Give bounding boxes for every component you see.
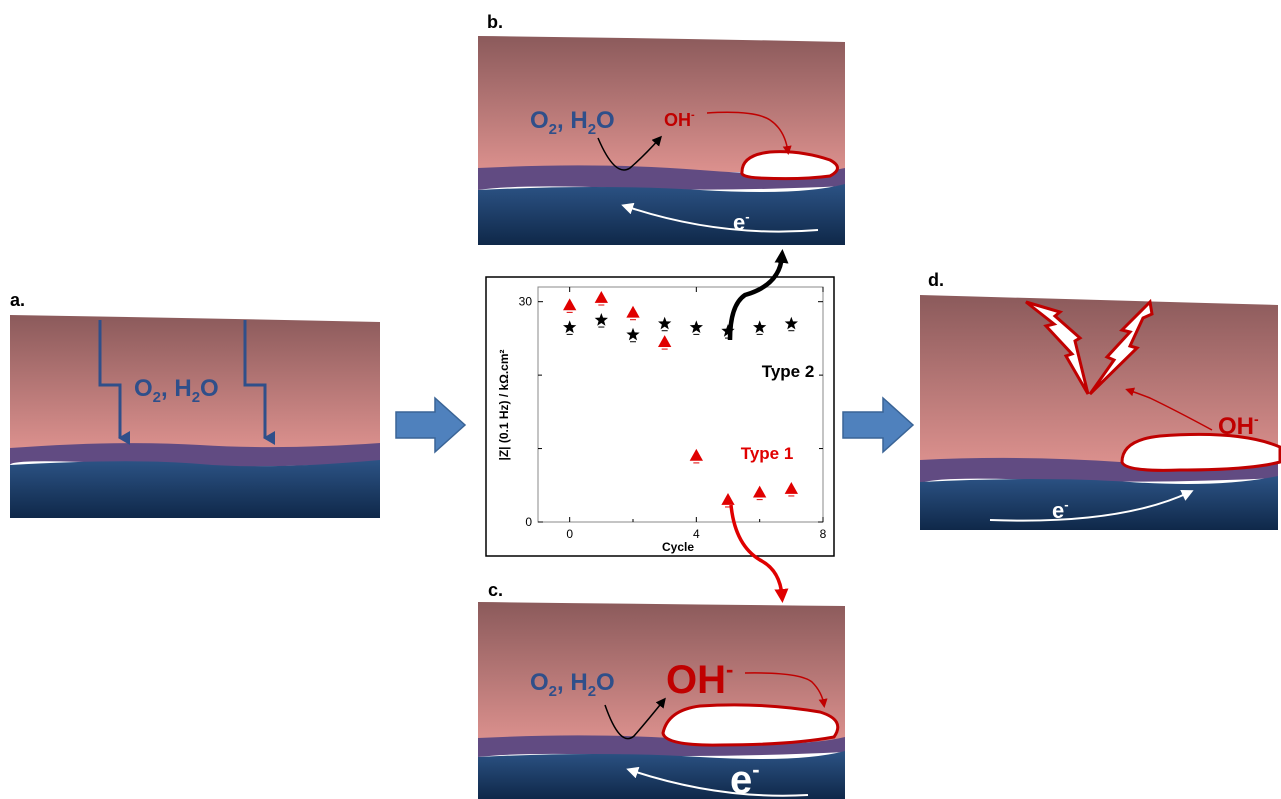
star-point xyxy=(563,320,577,334)
interlayer xyxy=(478,735,845,757)
x-axis-label: Cycle xyxy=(662,540,694,554)
triangle-point xyxy=(721,492,735,505)
panel-label: c. xyxy=(488,580,503,600)
metal-substrate xyxy=(478,184,845,245)
hydroxide-arrow xyxy=(1125,387,1213,431)
process-arrow-left xyxy=(395,396,467,454)
hydroxide-arrow xyxy=(706,111,792,155)
connector-to-panel-b xyxy=(727,249,789,341)
star-point xyxy=(658,316,672,330)
triangle-point xyxy=(563,298,577,311)
species-label: O2, H2O xyxy=(530,107,615,138)
connector-to-panel-c xyxy=(729,504,789,603)
panel-label: d. xyxy=(928,270,944,290)
impedance-chart: 0 4 8 0 30 Cycle |Z| (0.1 Hz) / kΩ.cm² Type … xyxy=(485,276,835,557)
series-label-type-2: Type 2 xyxy=(762,362,815,381)
species-label: O2, H2O xyxy=(134,375,219,406)
triangle-point xyxy=(689,448,703,461)
panel-a: O2, H2O a. xyxy=(10,290,380,518)
metal-substrate xyxy=(478,751,845,799)
electron-arrow xyxy=(621,202,819,233)
blister xyxy=(1120,432,1281,472)
star-point xyxy=(753,320,767,334)
metal-substrate xyxy=(920,476,1278,530)
electron-arrow xyxy=(989,489,1194,522)
panel-b: O2, H2O OH- e- b. xyxy=(478,12,845,245)
y-axis-label: |Z| (0.1 Hz) / kΩ.cm² xyxy=(497,349,511,460)
reaction-arrow xyxy=(604,697,666,740)
diffusion-arrow xyxy=(243,320,275,445)
data-marks xyxy=(563,291,798,508)
y-tick-label: 30 xyxy=(519,295,533,309)
chart-frame xyxy=(485,276,835,557)
interlayer xyxy=(10,443,380,467)
hydroxide-arrow xyxy=(744,672,828,708)
blister xyxy=(661,703,840,747)
hydroxide-label: OH- xyxy=(1218,411,1259,440)
x-tick-label: 0 xyxy=(566,527,573,541)
star-point xyxy=(784,316,798,330)
interlayer xyxy=(920,457,1278,484)
interlayer xyxy=(478,165,845,190)
crack xyxy=(1088,298,1154,396)
axis-ticks: 0 4 8 0 30 xyxy=(519,287,827,541)
diffusion-arrow xyxy=(98,320,130,445)
plot-area xyxy=(537,286,824,523)
electron-label: e- xyxy=(1052,497,1069,523)
y-tick-label: 0 xyxy=(525,515,532,529)
x-tick-label: 8 xyxy=(820,527,827,541)
panel-label: a. xyxy=(10,290,25,310)
panel-label: b. xyxy=(487,12,503,32)
triangle-point xyxy=(594,291,608,303)
star-point xyxy=(689,320,703,334)
reaction-arrow xyxy=(597,135,662,171)
metal-substrate xyxy=(10,460,380,518)
star-point xyxy=(594,313,608,326)
series-label-type-1: Type 1 xyxy=(741,444,794,463)
panel-c: O2, H2O OH- e- c. xyxy=(478,580,845,799)
process-arrow-right xyxy=(842,396,915,454)
electron-label: e- xyxy=(733,209,750,235)
coating-layer xyxy=(478,36,845,172)
hydroxide-label: OH- xyxy=(666,657,733,702)
x-tick-label: 4 xyxy=(693,527,700,541)
blister xyxy=(740,150,839,181)
triangle-point xyxy=(626,305,640,318)
star-point xyxy=(721,324,735,337)
hydroxide-label: OH- xyxy=(664,109,695,130)
triangle-point xyxy=(784,481,798,494)
electron-label: e- xyxy=(730,757,760,799)
coating-layer xyxy=(10,315,380,450)
star-point xyxy=(626,327,640,341)
crack xyxy=(1025,300,1090,395)
electron-arrow xyxy=(626,766,809,797)
panel-d: OH- e- d. xyxy=(920,270,1281,530)
triangle-point xyxy=(658,335,672,347)
triangle-point xyxy=(753,485,767,498)
species-label: O2, H2O xyxy=(530,669,615,700)
